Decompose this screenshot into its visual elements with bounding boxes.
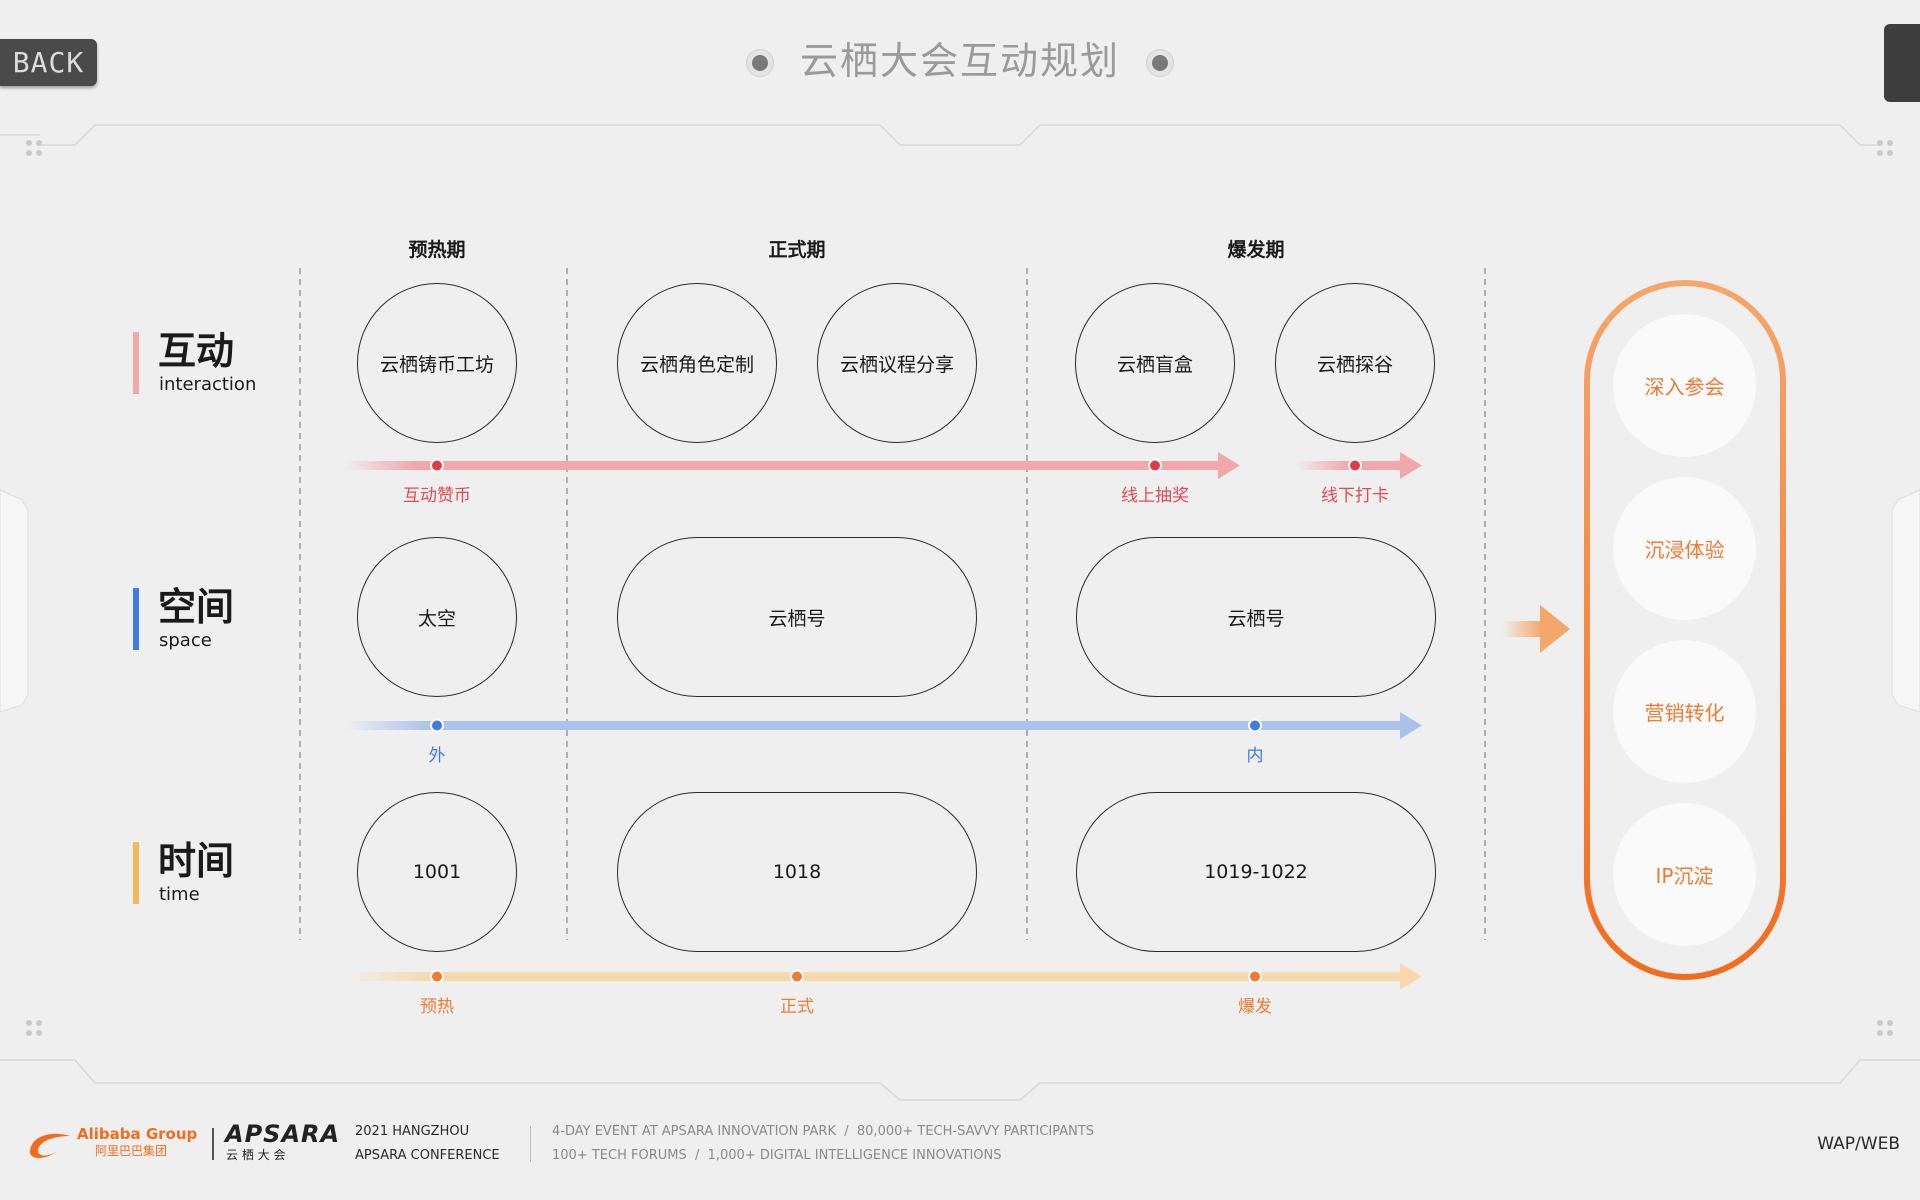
space-dot-outer xyxy=(430,718,444,733)
row-subtitle-interaction: interaction xyxy=(159,374,257,395)
title-right-dot xyxy=(1152,55,1168,71)
node-time-1001[interactable]: 1001 xyxy=(357,792,517,952)
node-space-yunqi-2[interactable]: 云栖号 xyxy=(1076,537,1436,697)
node-time-1019-1022[interactable]: 1019-1022 xyxy=(1076,792,1436,952)
label-formal: 正式 xyxy=(780,997,814,1017)
space-dot-inner xyxy=(1248,718,1262,733)
time-dot-burst xyxy=(1248,969,1262,984)
footer-divider-2 xyxy=(530,1126,531,1162)
label-coin: 互动赞币 xyxy=(403,486,471,506)
node-space-yunqi-1[interactable]: 云栖号 xyxy=(617,537,977,697)
event-desc-2: 100+ TECH FORUMS / 1,000+ DIGITAL INTELL… xyxy=(552,1148,1002,1163)
label-checkin: 线下打卡 xyxy=(1321,486,1389,506)
event-line-2: APSARA CONFERENCE xyxy=(355,1148,500,1163)
row-title-time: 时间 xyxy=(158,839,235,883)
footer-divider-1 xyxy=(212,1128,214,1160)
interaction-dot-checkin xyxy=(1348,458,1362,473)
outcome-marketing[interactable]: 营销转化 xyxy=(1613,640,1756,783)
interaction-dot-coin xyxy=(430,458,444,473)
back-button[interactable]: BACK xyxy=(0,39,97,86)
row-bar-interaction xyxy=(133,332,139,394)
interaction-dot-lottery xyxy=(1148,458,1162,473)
interaction-arrow-offline xyxy=(1400,452,1422,479)
alibaba-brand-zh: 阿里巴巴集团 xyxy=(95,1144,168,1158)
label-burst: 爆发 xyxy=(1238,997,1272,1017)
time-track xyxy=(345,972,1403,981)
label-inner: 内 xyxy=(1246,746,1264,766)
row-title-space: 空间 xyxy=(158,585,235,629)
alibaba-brand: Alibaba Group xyxy=(77,1125,198,1143)
node-time-1018[interactable]: 1018 xyxy=(617,792,977,952)
row-title-interaction: 互动 xyxy=(158,329,235,373)
node-space-outer[interactable]: 太空 xyxy=(357,537,517,697)
time-arrow xyxy=(1400,963,1422,990)
phase-burst: 爆发期 xyxy=(1227,239,1285,261)
space-arrow xyxy=(1400,712,1422,739)
space-track xyxy=(345,721,1403,730)
label-outer: 外 xyxy=(428,746,446,766)
row-subtitle-space: space xyxy=(159,630,212,651)
event-line-1: 2021 HANGZHOU xyxy=(355,1124,470,1139)
outcome-immersive[interactable]: 沉浸体验 xyxy=(1613,477,1756,620)
row-bar-time xyxy=(133,842,139,904)
outcome-ip[interactable]: IP沉淀 xyxy=(1613,803,1756,946)
interaction-arrow-main xyxy=(1218,452,1240,479)
phase-warmup: 预热期 xyxy=(408,239,466,261)
interaction-timeline xyxy=(345,452,1422,479)
time-dot-warmup xyxy=(430,969,444,984)
time-dot-formal xyxy=(790,969,804,984)
node-mint-workshop[interactable]: 云栖铸币工坊 xyxy=(357,283,517,443)
label-warmup: 预热 xyxy=(420,997,454,1017)
platform-label: WAP/WEB xyxy=(1817,1134,1900,1154)
node-role-custom[interactable]: 云栖角色定制 xyxy=(617,283,777,443)
row-bar-space xyxy=(133,588,139,650)
apsara-logo-zh: 云 栖 大 会 xyxy=(226,1148,286,1162)
title-left-dot xyxy=(752,55,768,71)
page-title: 云栖大会互动规划 xyxy=(799,39,1120,83)
time-timeline xyxy=(345,963,1422,990)
event-desc-1: 4-DAY EVENT AT APSARA INNOVATION PARK / … xyxy=(552,1124,1095,1139)
interaction-track-main xyxy=(345,461,1220,470)
node-valley-explore[interactable]: 云栖探谷 xyxy=(1275,283,1435,443)
alibaba-logo-icon xyxy=(30,1133,70,1158)
node-blind-box[interactable]: 云栖盲盒 xyxy=(1075,283,1235,443)
row-subtitle-time: time xyxy=(159,884,200,905)
right-edge-handle[interactable] xyxy=(1884,24,1920,102)
node-agenda-share[interactable]: 云栖议程分享 xyxy=(817,283,977,443)
space-timeline xyxy=(345,712,1422,739)
outcome-capsule xyxy=(1584,280,1786,980)
apsara-logo: APSARA xyxy=(225,1120,341,1148)
label-lottery: 线上抽奖 xyxy=(1121,486,1189,506)
outcome-deep-attend[interactable]: 深入参会 xyxy=(1613,314,1756,457)
phase-formal: 正式期 xyxy=(768,239,826,261)
flow-arrow-icon xyxy=(1502,605,1570,653)
